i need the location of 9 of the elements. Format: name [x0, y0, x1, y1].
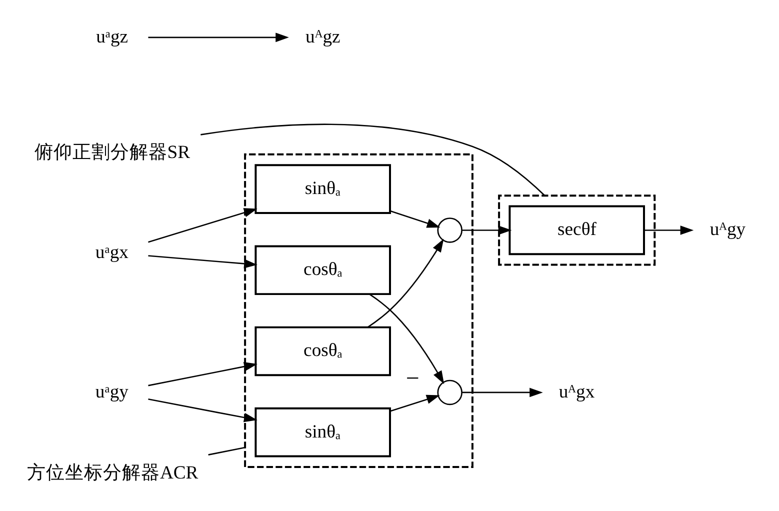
node-text: uᵃgx	[94, 242, 128, 263]
node-text: 俯仰正割分解器SR	[34, 142, 190, 164]
node-text: 方位坐标分解器ACR	[26, 462, 198, 484]
node-text: uᵃgz	[96, 26, 128, 48]
node-text: uᴬgy	[709, 219, 746, 240]
node-text: uᴬgz	[305, 26, 340, 48]
node-text: uᵃgy	[94, 381, 128, 402]
node-text: uᴬgx	[558, 381, 594, 402]
edge-label: −	[405, 366, 419, 392]
